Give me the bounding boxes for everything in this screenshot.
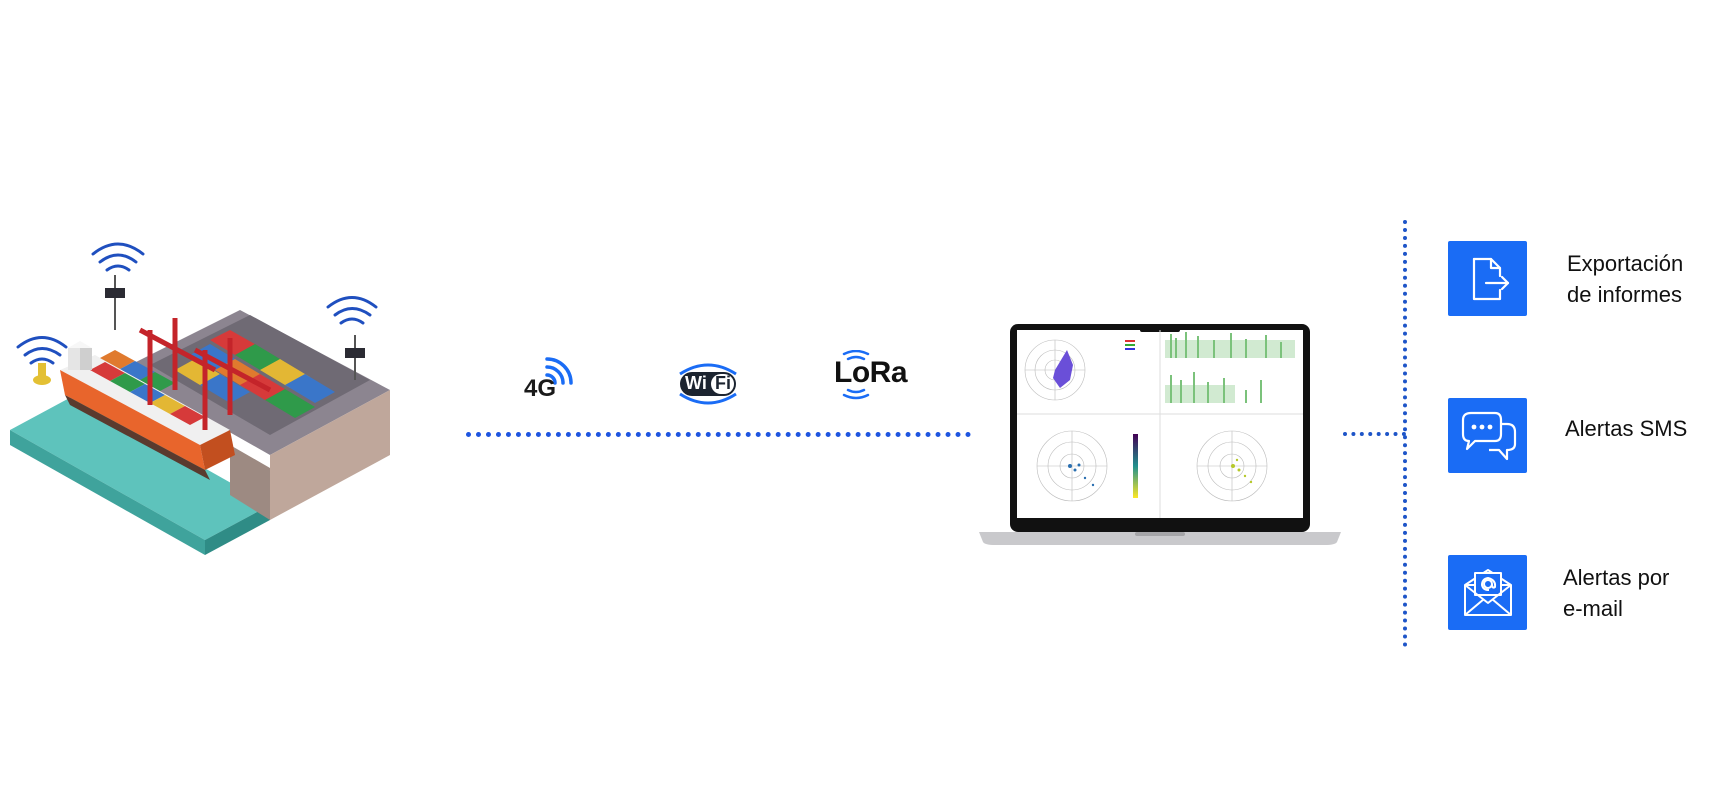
- email-alerts-label: Alertas por e-mail: [1563, 562, 1669, 624]
- wifi-icon: [679, 363, 737, 405]
- sms-alerts-label: Alertas SMS: [1565, 413, 1687, 444]
- wifi-label-left: Wi: [685, 373, 707, 393]
- chat-bubbles-icon: [1461, 411, 1516, 460]
- sms-alerts-button[interactable]: [1448, 398, 1527, 473]
- lora-logo: LoRa: [834, 350, 908, 400]
- export-reports-line2: de informes: [1567, 282, 1682, 307]
- wifi-label-right: Fi: [715, 373, 731, 393]
- export-reports-line1: Exportación: [1567, 251, 1684, 276]
- email-alerts-line2: e-mail: [1563, 596, 1623, 621]
- sms-alerts-line1: Alertas SMS: [1565, 416, 1688, 441]
- email-alerts-button[interactable]: [1448, 555, 1527, 630]
- email-alerts-line1: Alertas por: [1563, 565, 1670, 590]
- 4g-signal-icon: [545, 357, 573, 385]
- 4g-label: 4G: [524, 375, 557, 402]
- output-connector-line: [1343, 432, 1406, 436]
- port-illustration: [10, 242, 390, 555]
- export-reports-label: Exportación de informes: [1567, 248, 1683, 310]
- output-vertical-line: [1403, 220, 1407, 647]
- lora-signal-icon: [842, 350, 870, 400]
- lora-label: LoRa: [834, 356, 908, 389]
- envelope-at-icon: [1463, 568, 1512, 616]
- laptop-dashboard: [979, 324, 1341, 545]
- file-export-icon: [1472, 257, 1509, 300]
- connection-dotted-line: [466, 432, 971, 437]
- export-reports-button[interactable]: [1448, 241, 1527, 316]
- wifi-logo: Wi Fi: [676, 360, 740, 408]
